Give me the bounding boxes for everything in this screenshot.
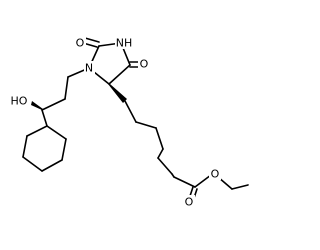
bond-chain-5 bbox=[157, 157, 173, 175]
bond-layer bbox=[22, 37, 249, 202]
urea-oxygen-label: O bbox=[76, 37, 85, 50]
molecule-structure: N NH O O HO O O bbox=[9, 36, 249, 209]
stereo-wedge-carbinol-oh bbox=[31, 101, 43, 110]
imide-oxygen-label: O bbox=[140, 58, 149, 71]
bond-carbinol-cyclohexyl bbox=[41, 109, 48, 127]
bond-c4-c5 bbox=[108, 64, 131, 85]
bond-ca-cb bbox=[64, 76, 69, 100]
bond-cy5-cy6 bbox=[22, 135, 28, 158]
bond-c2-o-double-b bbox=[84, 37, 100, 43]
bond-ester-c-o bbox=[194, 174, 212, 188]
bond-cy1-cy2 bbox=[46, 125, 67, 140]
bond-chain-3 bbox=[155, 127, 164, 150]
bond-cy6-cy1 bbox=[26, 125, 48, 137]
ring-nitrogen-label: N bbox=[85, 62, 93, 75]
ester-ether-oxygen-label: O bbox=[211, 168, 220, 181]
bond-chain-4 bbox=[157, 148, 164, 159]
bond-cy2-cy3 bbox=[61, 138, 67, 161]
bond-chain-7 bbox=[173, 176, 196, 188]
atom-label-layer: N NH O O HO O O bbox=[9, 36, 221, 209]
bond-chain-2 bbox=[135, 121, 157, 129]
bond-cy3-cy4 bbox=[41, 159, 63, 172]
bond-cb-ccarbinol bbox=[41, 98, 66, 111]
bond-cy4-cy5 bbox=[22, 156, 43, 172]
stereo-wedge-ring-chain bbox=[108, 84, 127, 103]
bond-chain-1 bbox=[124, 100, 137, 123]
ester-carbonyl-oxygen-label: O bbox=[185, 196, 194, 209]
hydroxyl-label: HO bbox=[11, 95, 28, 108]
bond-ethyl-2 bbox=[231, 184, 249, 190]
ring-nh-label: NH bbox=[116, 37, 133, 50]
